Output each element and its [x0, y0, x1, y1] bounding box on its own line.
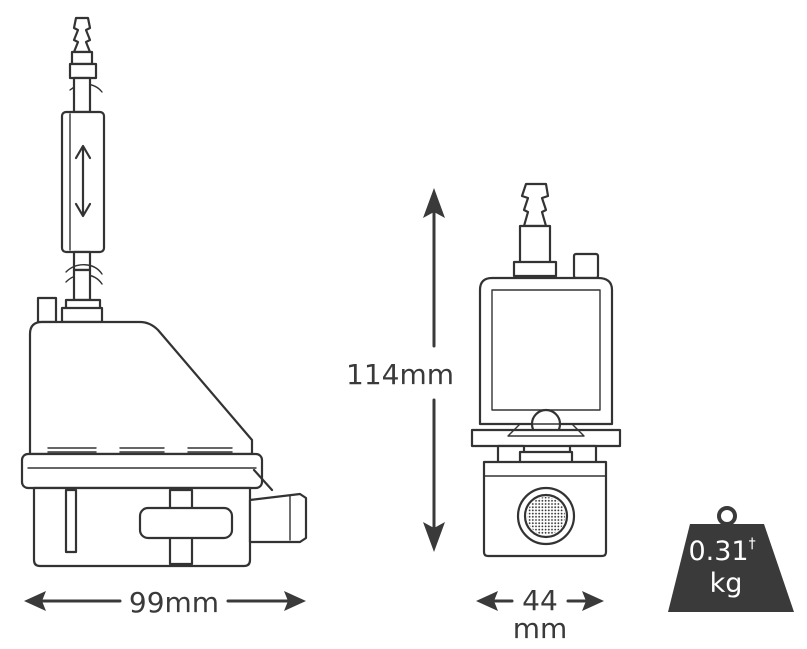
pump-side-view	[20, 16, 308, 568]
width-dimension-arrow	[24, 591, 306, 611]
weight-value-label: 0.31†	[688, 536, 755, 567]
height-dimension-arrow	[423, 188, 445, 552]
depth-unit-label: mm	[513, 612, 568, 645]
width-label: 99mm	[129, 586, 219, 619]
weight-icon	[668, 506, 794, 612]
pump-front-view	[470, 182, 622, 558]
weight-footnote-mark: †	[749, 536, 756, 552]
depth-dimension-arrow	[476, 591, 604, 611]
double-arrow-icon	[74, 144, 92, 218]
height-label: 114mm	[346, 358, 454, 391]
depth-value-label: 44	[522, 584, 558, 617]
weight-unit-label: kg	[710, 568, 743, 599]
